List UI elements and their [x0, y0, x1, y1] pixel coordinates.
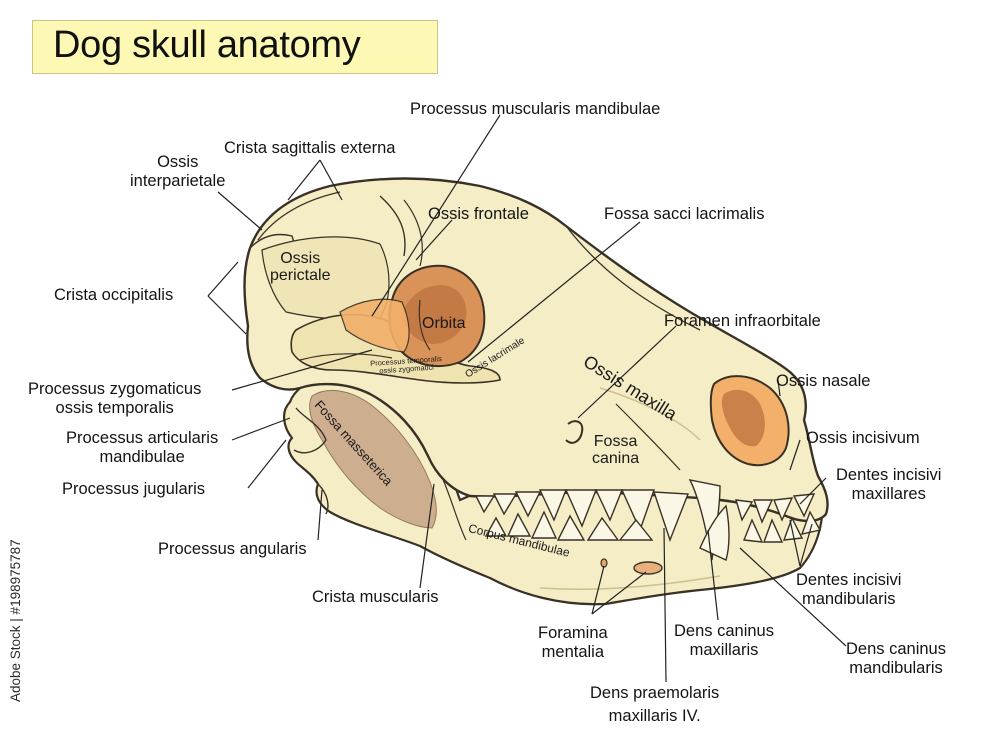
label-dens-caninus-maxillaris: Dens caninus maxillaris: [674, 622, 774, 659]
label-processus-muscularis-mandibulae: Processus muscularis mandibulae: [410, 100, 661, 118]
label-processus-jugularis: Processus jugularis: [62, 480, 206, 498]
label-crista-sagittalis-externa: Crista sagittalis externa: [224, 139, 396, 157]
label-processus-articularis: Processus articularis mandibulae: [66, 429, 219, 466]
title-box: Dog skull anatomy: [32, 20, 438, 74]
bone-label-ossis-perictale: Ossis perictale: [270, 250, 331, 284]
diagram-title: Dog skull anatomy: [53, 24, 361, 66]
fossa-masseterica-area: [309, 390, 437, 529]
label-ossis-frontale: Ossis frontale: [428, 205, 529, 223]
label-processus-zygomaticus: Processus zygomaticus ossis temporalis: [28, 380, 202, 417]
label-dens-praemolaris: Dens praemolaris maxillaris IV.: [590, 684, 720, 725]
label-processus-angularis: Processus angularis: [158, 540, 307, 558]
watermark: Adobe Stock | #198975787: [8, 539, 23, 702]
label-ossis-incisivum: Ossis incisivum: [806, 429, 920, 447]
label-crista-occipitalis: Crista occipitalis: [54, 286, 174, 304]
bone-label-orbita: Orbita: [422, 315, 466, 332]
label-ossis-nasale: Ossis nasale: [776, 372, 871, 390]
label-ossis-interparietale: Ossis interparietale: [130, 153, 226, 190]
label-crista-muscularis: Crista muscularis: [312, 588, 439, 606]
label-dentes-incisivi-mandibularis: Dentes incisivi mandibularis: [796, 571, 902, 608]
label-foramen-infraorbitale: Foramen infraorbitale: [664, 312, 821, 330]
cranium: [243, 177, 829, 523]
label-dentes-incisivi-maxillares: Dentes incisivi maxillares: [836, 466, 942, 503]
leader-lines: [207, 114, 847, 683]
label-dens-caninus-mandibularis: Dens caninus mandibularis: [846, 640, 946, 677]
upper-teeth: [474, 479, 816, 561]
lower-teeth: [484, 504, 822, 561]
bone-label-fossa-canina: Fossa canina: [592, 433, 640, 467]
label-foramina-mentalia: Foramina mentalia: [538, 624, 608, 661]
label-fossa-sacci-lacrimalis: Fossa sacci lacrimalis: [604, 205, 765, 223]
